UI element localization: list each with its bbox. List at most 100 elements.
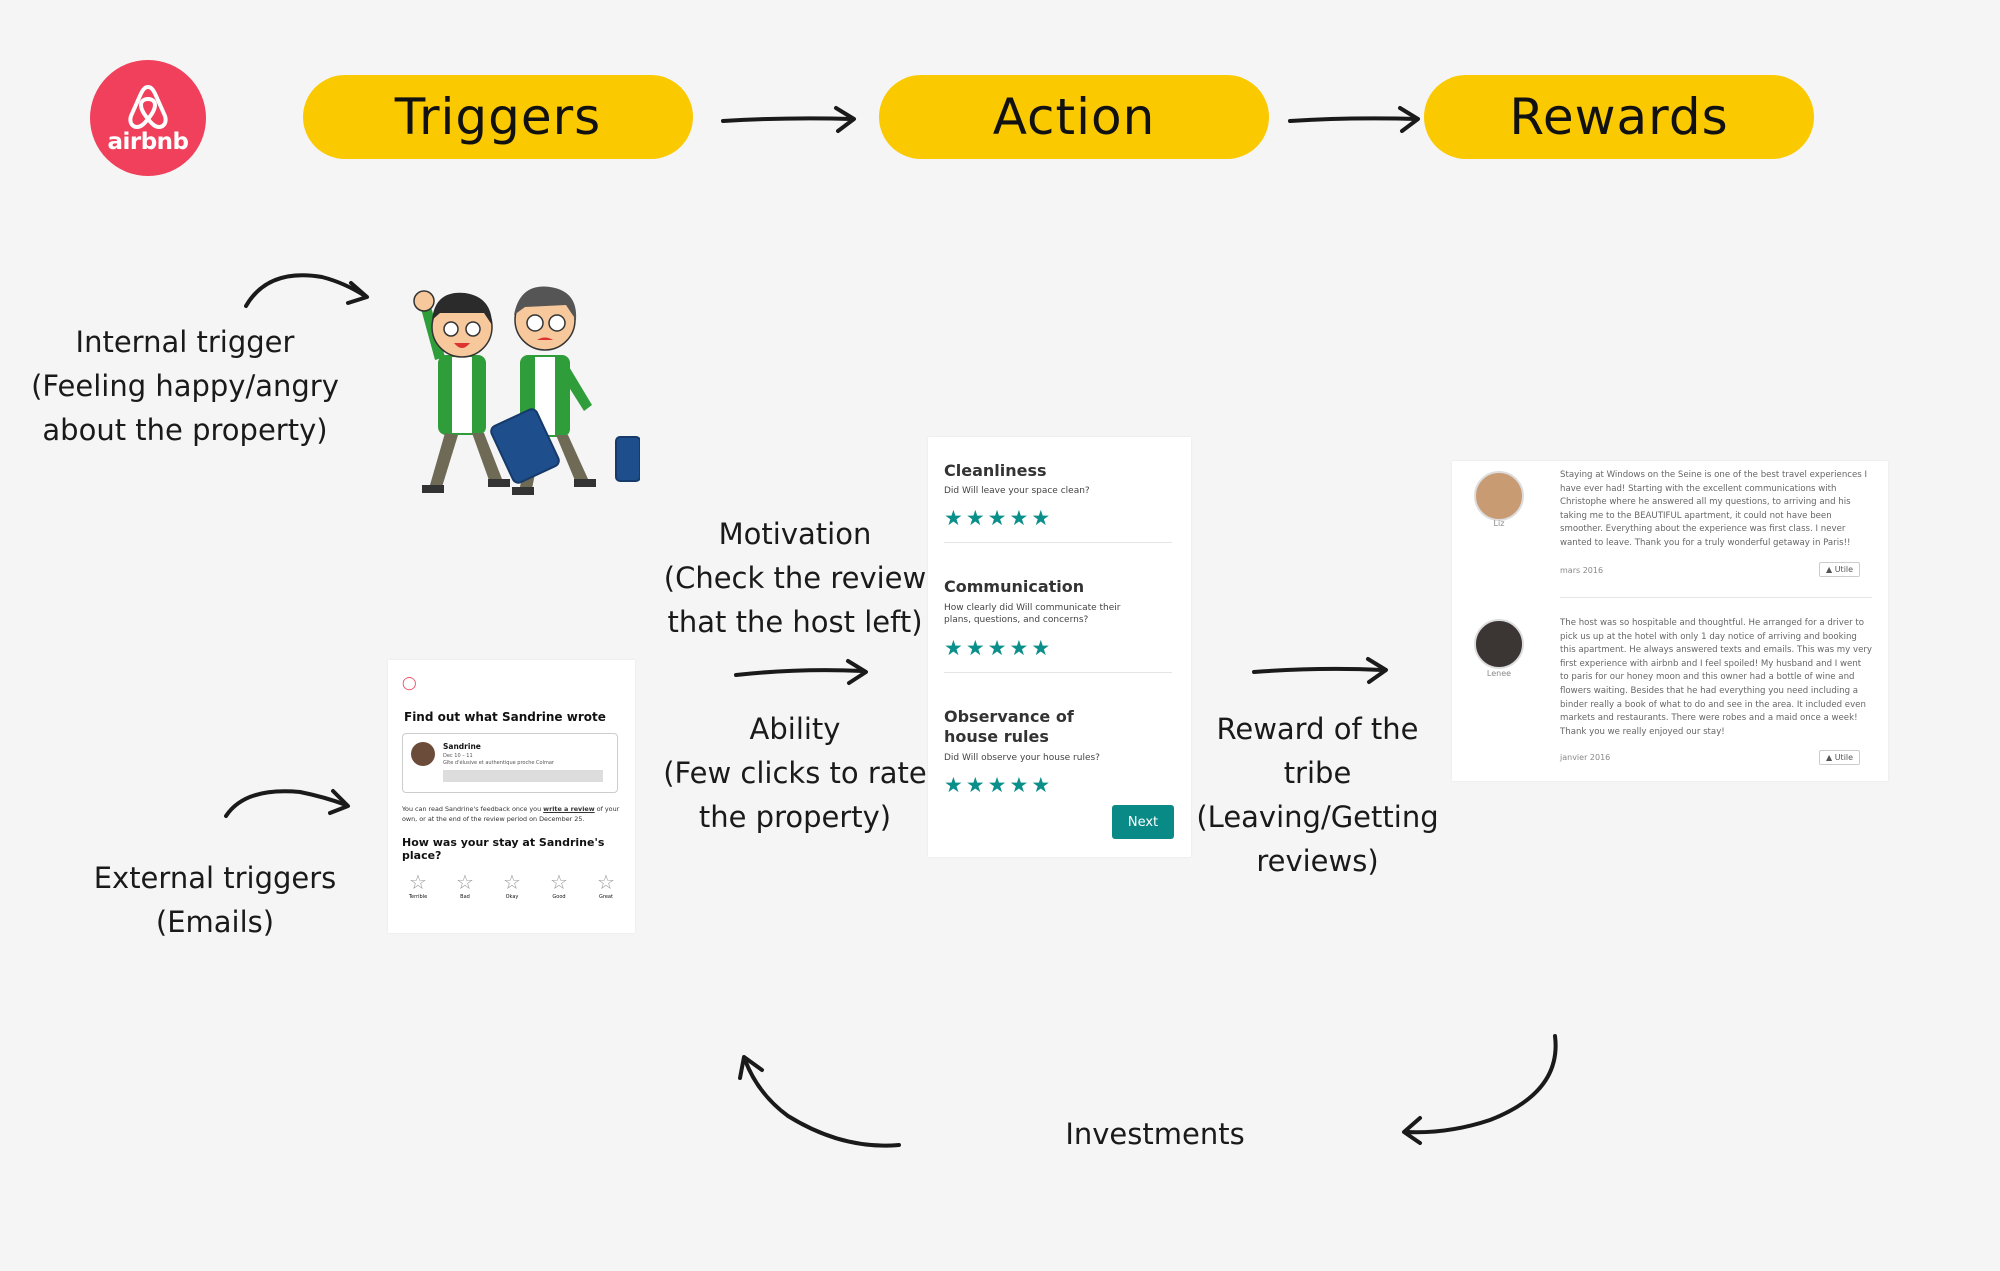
thumbs-up-icon: ▲	[1826, 753, 1833, 762]
rating-section-communication: Communication How clearly did Will commu…	[944, 577, 1172, 673]
rating-label: Okay	[505, 894, 519, 900]
email-note-pre: You can read Sandrine's feedback once yo…	[402, 805, 544, 813]
star-icon[interactable]: ★	[1009, 773, 1029, 797]
section-question: Did Will leave your space clean?	[944, 486, 1090, 496]
arrow-investments-left	[738, 1055, 901, 1148]
rating-option-good[interactable]: ☆Good	[543, 870, 575, 900]
airbnb-belo-icon	[128, 85, 168, 129]
section-question: How clearly did Will communicate their p…	[944, 603, 1121, 625]
review-text: The host was so hospitable and thoughtfu…	[1560, 618, 1872, 737]
star-icon[interactable]: ★	[944, 506, 963, 530]
star-icon[interactable]: ★	[965, 636, 985, 660]
ability-line2: (Few clicks to rate	[663, 756, 927, 790]
reviewer-avatar	[1474, 619, 1524, 669]
ability-line3: the property)	[698, 800, 892, 834]
star-rating-cleanliness[interactable]: ★★★★★	[944, 506, 1172, 530]
helpful-label: Utile	[1834, 565, 1854, 574]
section-title: Observance of house rules	[944, 707, 1074, 746]
reviews-card: Liz Staying at Windows on the Seine is o…	[1452, 461, 1888, 781]
reward-line2: (Leaving/Getting	[1196, 800, 1439, 834]
email-card: ◯ Find out what Sandrine wrote Sandrine …	[388, 660, 635, 933]
sandrine-avatar	[411, 742, 435, 766]
star-icon[interactable]: ★	[965, 773, 985, 797]
motivation-label: Motivation (Check the review that the ho…	[660, 512, 930, 644]
section-divider	[944, 542, 1172, 543]
stay-dates: Dec 10 – 11	[443, 753, 473, 759]
section-title: Cleanliness	[944, 461, 1047, 480]
rating-option-great[interactable]: ☆Great	[590, 870, 622, 900]
rating-label: Good	[552, 894, 566, 900]
star-icon[interactable]: ★	[944, 773, 963, 797]
motivation-line2: (Check the review	[663, 561, 927, 595]
star-icon[interactable]: ★	[987, 506, 1007, 530]
email-note: You can read Sandrine's feedback once yo…	[402, 804, 620, 824]
review-date: mars 2016	[1560, 566, 1604, 575]
star-outline-icon: ☆	[409, 870, 427, 894]
internal-trigger-title: Internal trigger	[75, 325, 295, 359]
helpful-button[interactable]: ▲ Utile	[1819, 750, 1861, 765]
review-preview-box: Sandrine Dec 10 – 11 Gîte d'élusive et a…	[402, 733, 618, 793]
email-airbnb-icon: ◯	[402, 676, 417, 691]
external-trigger-title: External triggers	[93, 861, 337, 895]
rating-label: Great	[599, 894, 613, 900]
reviewer-avatar	[1474, 471, 1524, 521]
stage-rewards: Rewards	[1424, 75, 1814, 159]
internal-trigger-line2: (Feeling happy/angry	[31, 369, 339, 403]
arrow-rating-to-reviews	[1252, 657, 1388, 684]
motivation-line3: that the host left)	[667, 605, 923, 639]
rating-section-house-rules: Observance of house rules Did Will obser…	[944, 707, 1172, 797]
star-icon[interactable]: ★	[944, 636, 963, 660]
arrow-triggers-to-action	[721, 106, 856, 133]
next-button[interactable]: Next	[1112, 805, 1174, 839]
write-review-link[interactable]: write a review	[543, 805, 595, 813]
review-divider	[1560, 597, 1872, 598]
arrow-external-trigger	[224, 789, 350, 818]
stage-action: Action	[879, 75, 1269, 159]
airbnb-wordmark: airbnb	[107, 129, 189, 155]
rating-label: Terrible	[408, 894, 428, 900]
star-rating-communication[interactable]: ★★★★★	[944, 636, 1172, 660]
internal-trigger-label: Internal trigger (Feeling happy/angry ab…	[20, 320, 350, 452]
review-text: Staying at Windows on the Seine is one o…	[1560, 470, 1868, 548]
happy-traveler	[413, 290, 510, 493]
review-item: Liz Staying at Windows on the Seine is o…	[1452, 461, 1888, 611]
helpful-button[interactable]: ▲ Utile	[1819, 562, 1861, 577]
stay-place: Gîte d'élusive et authentique proche Col…	[443, 760, 554, 766]
star-outline-icon: ☆	[550, 870, 568, 894]
star-rating-house-rules[interactable]: ★★★★★	[944, 773, 1172, 797]
stay-question: How was your stay at Sandrine's place?	[402, 836, 605, 862]
rating-section-cleanliness: Cleanliness Did Will leave your space cl…	[944, 461, 1172, 543]
reward-line3: reviews)	[1256, 844, 1379, 878]
section-question: Did Will observe your house rules?	[944, 753, 1100, 763]
star-icon[interactable]: ★	[1009, 636, 1029, 660]
review-date: janvier 2016	[1560, 753, 1611, 762]
section-divider	[944, 672, 1172, 673]
star-icon[interactable]: ★	[1009, 506, 1029, 530]
section-title: Communication	[944, 577, 1085, 596]
ability-title: Ability	[749, 712, 841, 746]
reviewer-name: Lenee	[1486, 669, 1512, 678]
reward-title: Reward of the tribe	[1216, 712, 1419, 790]
external-trigger-label: External triggers (Emails)	[60, 856, 370, 944]
helpful-label: Utile	[1834, 753, 1854, 762]
star-icon[interactable]: ★	[987, 636, 1007, 660]
star-icon[interactable]: ★	[1031, 636, 1051, 660]
rating-option-terrible[interactable]: ☆Terrible	[402, 870, 434, 900]
arrow-action-to-rewards	[1288, 106, 1420, 133]
star-icon[interactable]: ★	[965, 506, 985, 530]
ability-label: Ability (Few clicks to rate the property…	[660, 707, 930, 839]
stage-triggers: Triggers	[303, 75, 693, 159]
rating-option-bad[interactable]: ☆Bad	[449, 870, 481, 900]
star-outline-icon: ☆	[597, 870, 615, 894]
star-icon[interactable]: ★	[1031, 773, 1051, 797]
motivation-title: Motivation	[718, 517, 872, 551]
email-title: Find out what Sandrine wrote	[404, 710, 606, 724]
external-trigger-line2: (Emails)	[155, 905, 275, 939]
arrow-investments-right	[1402, 1034, 1558, 1145]
rating-option-okay[interactable]: ☆Okay	[496, 870, 528, 900]
star-icon[interactable]: ★	[987, 773, 1007, 797]
arrow-internal-trigger	[244, 273, 369, 308]
star-icon[interactable]: ★	[1031, 506, 1051, 530]
hidden-review-bar	[443, 770, 603, 782]
